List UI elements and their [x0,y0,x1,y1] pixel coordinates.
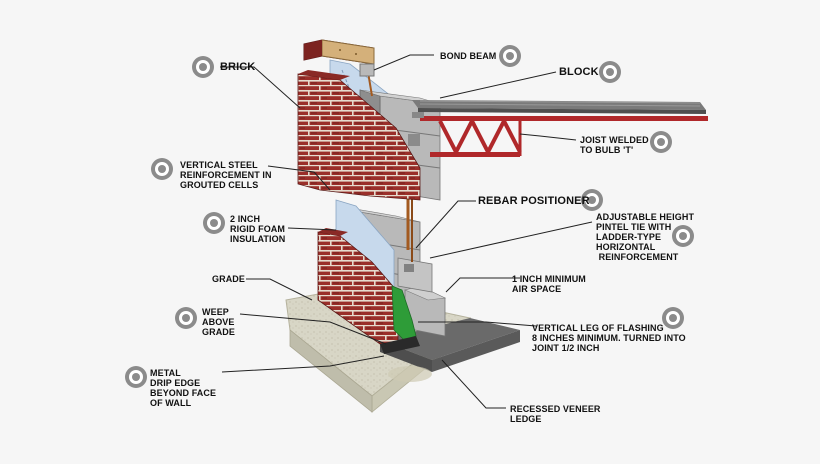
leader-grade [246,278,313,301]
leader-block [439,71,557,99]
label-joist: JOIST WELDED TO BULB 'T' [580,135,649,155]
label-flashing: VERTICAL LEG OF FLASHING 8 INCHES MINIMU… [532,323,686,353]
leader-lines [220,54,593,409]
target-icon [672,225,694,247]
leader-brick [220,66,301,109]
target-icon [203,212,225,234]
target-icon [192,56,214,78]
upper-brick-veneer [297,70,421,201]
target-icon [662,307,684,329]
steel-joist [412,100,708,157]
leader-drip-edge [221,355,385,373]
leader-air-space [445,277,520,293]
label-recessed-ledge: RECESSED VENEER LEDGE [510,404,601,424]
label-drip-edge: METAL DRIP EDGE BEYOND FACE OF WALL [150,368,217,408]
leader-recessed-ledge [441,359,506,409]
target-icon [650,131,672,153]
leader-rebar-positioner [415,200,476,249]
target-icon [125,366,147,388]
target-icon [499,45,521,67]
leader-bond-beam [373,54,434,71]
target-icon [151,158,173,180]
leader-vertical-steel [267,165,331,191]
label-block: BLOCK [559,66,599,78]
leader-adjustable-tie [429,221,593,259]
bond-beam [303,39,375,77]
flashing [380,285,420,354]
label-brick: BRICK [220,61,256,73]
label-bond-beam: BOND BEAM [440,51,497,61]
leader-flashing [418,321,537,327]
label-vertical-steel: VERTICAL STEEL REINFORCEMENT IN GROUTED … [180,160,272,190]
leader-rigid-foam [287,227,337,231]
target-icon [599,61,621,83]
target-icon [581,189,603,211]
label-rebar-positioner: REBAR POSITIONER [478,195,590,207]
label-grade: GRADE [212,274,246,284]
label-air-space: 1 INCH MINIMUM AIR SPACE [512,274,586,294]
label-adjustable-tie: ADJUSTABLE HEIGHT PINTEL TIE WITH LADDER… [596,212,695,262]
leader-joist [519,133,577,141]
label-rigid-foam: 2 INCH RIGID FOAM INSULATION [230,214,286,244]
label-weep: WEEP ABOVE GRADE [202,307,236,337]
leader-weep [239,313,387,345]
target-icon [175,307,197,329]
